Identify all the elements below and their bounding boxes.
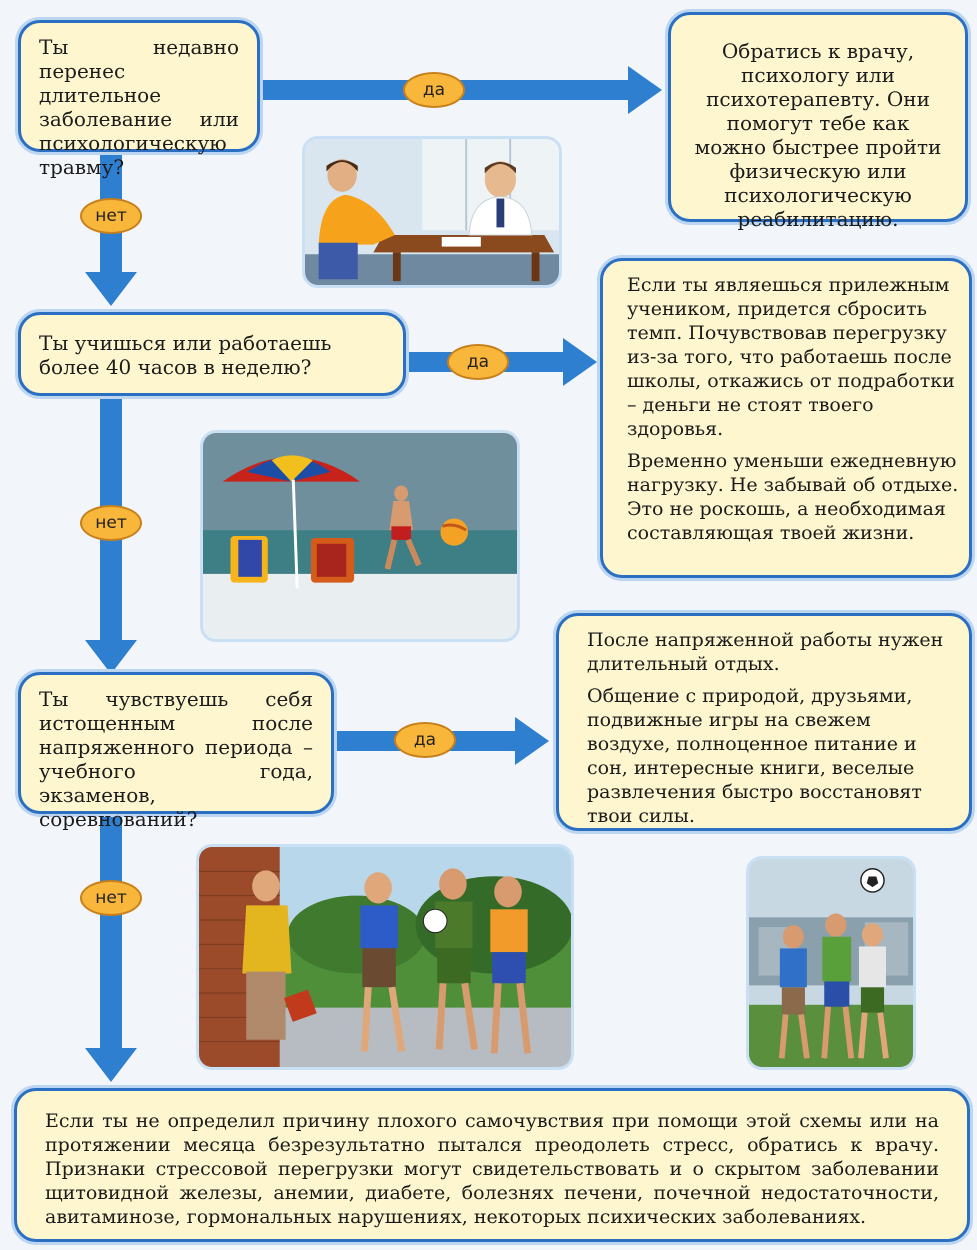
arrow-right-3 [515, 717, 549, 765]
answer-text-1: Обратись к врачу, психологу или психотер… [694, 39, 942, 231]
final-text: Если ты не определил причину плохого сам… [45, 1110, 939, 1228]
answer-box-3: После напряженной работы нужен длительны… [556, 613, 972, 831]
question-text-3: Ты чувствуешь себя истощенным после напр… [39, 687, 313, 831]
arrow-right-2 [563, 338, 597, 386]
question-box-2: Ты учишься или работаешь более 40 часов … [18, 312, 406, 396]
answer-text-3-p1: После напряженной работы нужен длительны… [587, 629, 944, 675]
yes-label-2: да [447, 344, 509, 380]
no-label-1: нет [80, 198, 142, 234]
answer-box-1: Обратись к врачу, психологу или психотер… [668, 12, 968, 231]
question-box-1: Ты недавно перенес длительное заболевани… [18, 20, 260, 179]
arrow-down-1 [85, 272, 137, 306]
answer-text-2-p1: Если ты являешься прилежным учеником, пр… [627, 274, 955, 440]
no-label-3: нет [80, 880, 142, 916]
beach-illustration [200, 430, 520, 642]
football-illustration [746, 856, 916, 1070]
arrow-down-2 [85, 640, 137, 674]
yes-label-3: да [394, 722, 456, 758]
answer-box-2: Если ты являешься прилежным учеником, пр… [600, 258, 972, 578]
doctor-illustration [302, 136, 562, 288]
flow-line-vertical-3 [100, 812, 122, 1052]
final-box: Если ты не определил причину плохого сам… [14, 1088, 970, 1242]
arrow-right-1 [628, 66, 662, 114]
question-text-2: Ты учишься или работаешь более 40 часов … [39, 331, 332, 379]
friends-illustration [196, 844, 574, 1070]
no-label-2: нет [80, 505, 142, 541]
answer-text-3-p2: Общение с природой, друзьями, подвижные … [587, 685, 922, 827]
arrow-down-3 [85, 1048, 137, 1082]
yes-label-1: да [403, 72, 465, 108]
question-text-1: Ты недавно перенес длительное заболевани… [39, 35, 239, 179]
question-box-3: Ты чувствуешь себя истощенным после напр… [18, 672, 334, 831]
answer-text-2-p2: Временно уменьши ежедневную нагрузку. Не… [627, 450, 959, 544]
